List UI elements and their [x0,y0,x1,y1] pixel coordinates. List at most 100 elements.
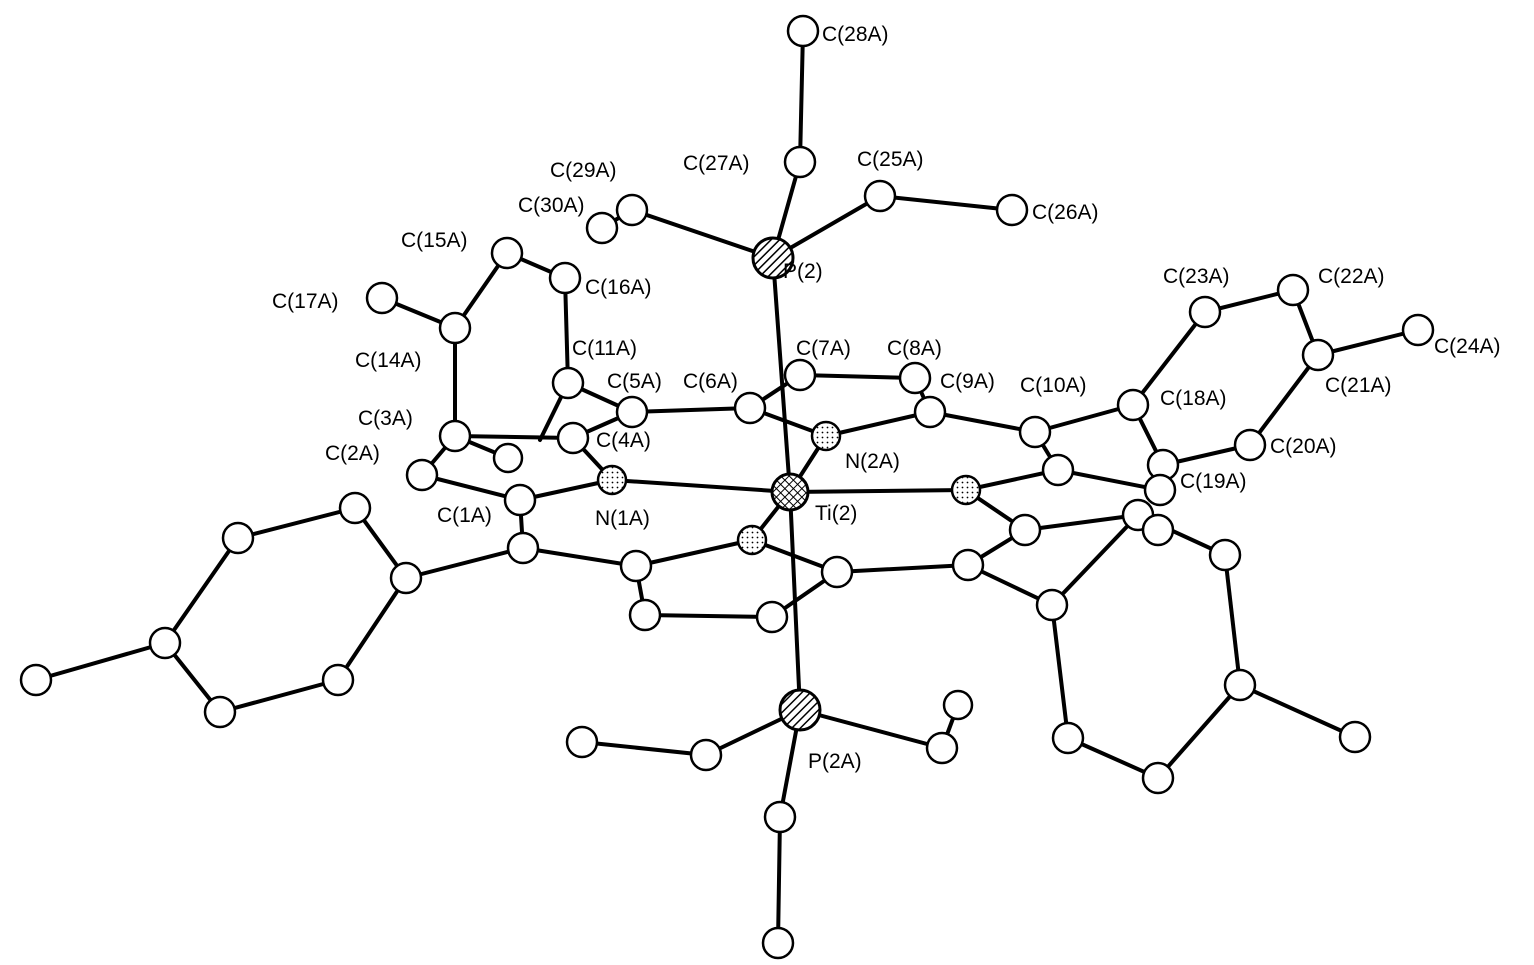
atom-c8a [898,361,932,395]
label-c18a: C(18A) [1160,387,1227,410]
label-n2a: N(2A) [845,450,900,473]
atom-c-lt6 [203,695,237,729]
atom-c6a [733,391,767,425]
label-c2a: C(2A) [325,442,380,465]
bond-rtol-1 [1050,513,1140,607]
bond-ltol-0 [404,546,525,580]
label-c14a: C(14A) [355,349,422,372]
bond-ltol-6 [218,678,340,714]
atom-c15a [490,236,524,270]
bond-c10a-c18a [1033,403,1135,434]
atom-c30a [585,211,619,245]
label-c17a: C(17A) [272,290,339,313]
atom-c16a [548,261,582,295]
label-c16a: C(16A) [585,276,652,299]
label-c15a: C(15A) [401,229,468,252]
atoms [19,14,1435,960]
label-c8a: C(8A) [887,337,942,360]
atom-c-pa4 [942,689,974,721]
atom-c1a [503,483,537,517]
bond-p2-ti2 [771,256,792,494]
atom-c-pa6 [761,926,795,960]
bond-c18a-c23a [1131,310,1207,407]
atom-c21a [1301,338,1335,372]
label-c3a: C(3A) [358,407,413,430]
bond-rtol-7 [1050,603,1070,740]
label-c30a: C(30A) [518,194,585,217]
atom-n-right [950,474,982,506]
bond-ltol-4 [34,641,167,682]
atom-c-pa5 [763,800,797,834]
label-c27a: C(27A) [683,152,750,175]
atom-c5a [615,395,649,429]
label-c5a: C(5A) [607,370,662,393]
atom-n-lower [736,524,768,556]
bond-c3a-c4a [453,434,575,440]
bond-c-c-left-eth [580,740,708,757]
label-c28a: C(28A) [822,23,889,46]
label-c19a: C(19A) [1180,470,1247,493]
atom-c-r1 [1041,453,1075,487]
atom-c10a [1018,415,1052,449]
atom-c-lt7 [321,663,355,697]
bond-c5a-c6a [630,406,752,414]
label-c23a: C(23A) [1163,265,1230,288]
bond-c-c-meso [521,546,638,568]
bond-c25a-c26a [878,194,1014,212]
atom-c-m1 [506,531,540,565]
bond-ltol-2 [236,506,357,540]
bond-c7a-c8a [798,373,917,380]
atom-c20a [1233,428,1267,462]
atom-c-rt3 [1338,720,1372,754]
atom-n1a [596,464,628,496]
label-c4a: C(4A) [596,429,651,452]
bond-n-c-lower2 [634,538,754,568]
label-n1a: N(1A) [595,507,650,530]
bond-c9a-c10a [928,410,1037,434]
bond-c21a-c20a [1248,353,1320,447]
atom-c-rt2 [1223,668,1257,702]
label-c7a: C(7A) [796,337,851,360]
bond-c-c-right [1023,513,1140,532]
atom-ti2 [770,472,810,512]
atom-c-m6 [951,548,985,582]
atom-c25a [863,179,897,213]
atom-c14a [438,311,472,345]
atom-c-lt4 [148,626,182,660]
atom-c7a [783,358,817,392]
label-c29a: C(29A) [550,159,617,182]
atom-c-lt2 [338,491,372,525]
label-c21a: C(21A) [1325,374,1392,397]
bond-p2a-c-right [798,708,944,750]
atom-c-m4 [755,600,789,634]
atom-p2 [751,236,795,280]
atom-c-lt5 [19,663,53,697]
label-c6a: C(6A) [683,370,738,393]
bond-n1a-ti2 [610,478,792,494]
label-p2: P(2) [783,260,823,283]
label-p2a: P(2A) [808,750,862,773]
bond-n2a-c9a [824,410,932,438]
atom-c27a [783,145,817,179]
atom-c-pa1 [689,738,723,772]
atom-c4a [556,421,590,455]
bond-c2a-c1a [420,473,522,502]
atom-c-r5 [1141,513,1175,547]
bond-c-c-meso2 [835,563,970,574]
label-c25a: C(25A) [857,148,924,171]
atom-c22a [1276,273,1310,307]
atom-c23a [1188,295,1222,329]
atom-h3a [492,442,524,474]
label-c9a: C(9A) [940,370,995,393]
atom-c-m7 [1035,588,1069,622]
atom-c28a [786,14,820,48]
atom-c2a [405,458,439,492]
atom-c-rt1 [1208,538,1242,572]
atom-c11a [551,366,585,400]
bond-c16a-c11a [563,276,570,385]
atom-c3a [438,419,472,453]
atom-c24a [1401,313,1435,347]
bond-p2-c29a [630,208,775,260]
label-c10a: C(10A) [1020,374,1087,397]
